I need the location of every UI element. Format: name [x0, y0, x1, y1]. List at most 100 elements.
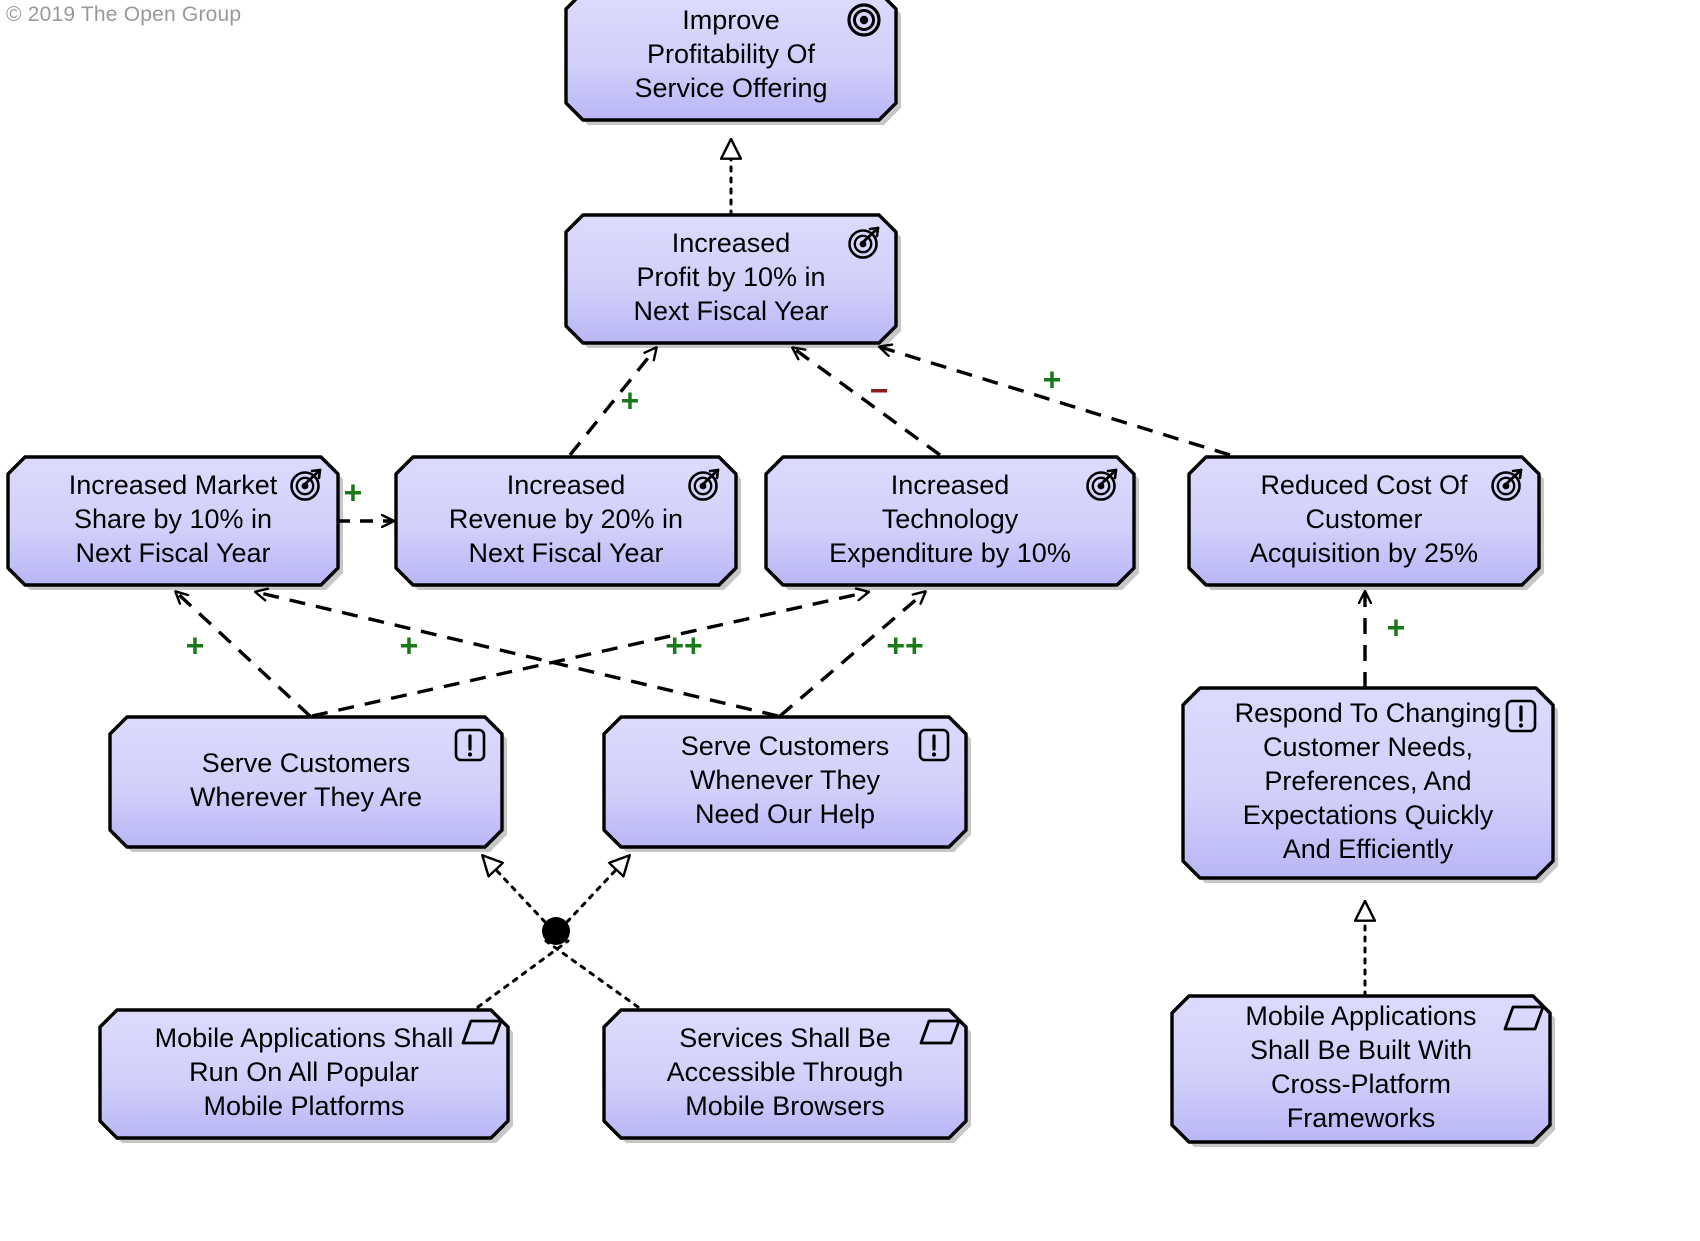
node-label-line: Mobile Applications Shall [155, 1023, 454, 1053]
relationship-influence-wherever-to-marketshare[interactable] [176, 592, 312, 718]
influence-label-r9: ++ [886, 627, 923, 663]
realization-line [544, 939, 640, 1009]
node-label-line: Increased [672, 228, 791, 258]
realization-line [565, 856, 629, 924]
relationship-realization-junction-to-wherever[interactable] [483, 856, 547, 924]
requirement-exclamation-icon [454, 728, 486, 762]
relationship-influence-wherever-to-tech[interactable] [311, 592, 868, 718]
copyright-notice: © 2019 The Open Group [6, 3, 242, 26]
influence-label-r7: + [400, 627, 419, 663]
and-junction[interactable] [542, 917, 570, 945]
node-label-line: Increased Market [69, 470, 278, 500]
node-label-line: Profit by 10% in [636, 262, 825, 292]
influence-label-r8: ++ [665, 627, 702, 663]
node-label-line: Serve Customers [681, 731, 890, 761]
node-label-line: Improve [682, 5, 780, 35]
node-label-line: Serve Customers [202, 748, 411, 778]
outcome-target-arrow-icon [848, 226, 880, 259]
realization-line [476, 939, 570, 1009]
relationships-layer [176, 140, 1365, 1009]
node-label-line: Mobile Applications [1245, 1001, 1476, 1031]
node-shape [564, 213, 898, 345]
principle-parallelogram-icon [919, 1019, 961, 1045]
node-label-line: Technology [882, 504, 1019, 534]
principle-parallelogram-icon [461, 1019, 503, 1045]
node-label-line: Whenever They [690, 765, 881, 795]
influence-line [880, 347, 1231, 457]
relationship-influence-tech-to-profit[interactable] [793, 348, 942, 457]
node-shape [1170, 994, 1552, 1144]
node-label-line: Increased [891, 470, 1010, 500]
node-label-line: Profitability Of [647, 39, 816, 69]
outcome-target-arrow-icon [290, 468, 322, 501]
node-principle-mobile-browsers[interactable]: Services Shall Be Accessible ThroughMobil… [602, 1008, 971, 1143]
node-label-line: And Efficiently [1283, 834, 1454, 864]
node-shape [1187, 455, 1541, 587]
goal-target-icon [847, 3, 881, 37]
relationship-realization-browsers-to-junction[interactable] [544, 939, 640, 1009]
node-shape [1181, 686, 1555, 880]
influence-line [778, 592, 925, 718]
influence-label-r5: + [344, 474, 363, 510]
node-label-line: Respond To Changing [1235, 698, 1502, 728]
influence-label-r4: + [1043, 361, 1062, 397]
node-label-line: Wherever They Are [190, 782, 422, 812]
node-label-line: Need Our Help [695, 799, 875, 829]
requirement-exclamation-icon [918, 728, 950, 762]
node-label-line: Next Fiscal Year [468, 538, 663, 568]
node-label-line: Reduced Cost Of [1260, 470, 1468, 500]
outcome-target-arrow-icon [1491, 468, 1523, 501]
node-label-line: Services Shall Be [679, 1023, 891, 1053]
principle-parallelogram-icon [1503, 1005, 1545, 1031]
node-label-line: Service Offering [634, 73, 827, 103]
influence-line [793, 348, 942, 457]
influence-labels-layer: +−+++++++++ [186, 361, 1406, 663]
influence-line [256, 592, 779, 718]
node-label-line: Expectations Quickly [1243, 800, 1494, 830]
node-label-line: Run On All Popular [189, 1057, 419, 1087]
influence-label-r2: + [621, 382, 640, 418]
node-label-line: Accessible Through [667, 1057, 904, 1087]
relationship-realization-platforms-to-junction[interactable] [476, 939, 570, 1009]
node-label-line: Next Fiscal Year [75, 538, 270, 568]
outcome-target-arrow-icon [688, 468, 720, 501]
node-shape [108, 715, 504, 849]
relationship-influence-whenever-to-marketshare[interactable] [256, 592, 779, 718]
relationship-influence-whenever-to-tech[interactable] [778, 592, 925, 718]
node-shape [394, 455, 738, 587]
relationship-influence-revenue-to-profit[interactable] [568, 348, 656, 457]
node-shape [764, 455, 1136, 587]
node-shape [6, 455, 340, 587]
influence-label-r10: + [1387, 609, 1406, 645]
node-label-line: Increased [507, 470, 626, 500]
node-shape [564, 0, 898, 122]
node-label-line: Acquisition by 25% [1250, 538, 1478, 568]
influence-label-r6: + [186, 627, 205, 663]
relationship-influence-reducedcost-to-profit[interactable] [880, 347, 1231, 457]
node-label-line: Next Fiscal Year [633, 296, 828, 326]
influence-line [568, 348, 656, 457]
node-label-line: Share by 10% in [74, 504, 272, 534]
influence-line [311, 592, 868, 718]
node-shape [98, 1008, 510, 1140]
node-label-line: Shall Be Built With [1250, 1035, 1472, 1065]
node-label-line: Mobile Browsers [685, 1091, 885, 1121]
node-label-line: Customer Needs, [1263, 732, 1473, 762]
influence-line [176, 592, 312, 718]
node-label-line: Revenue by 20% in [449, 504, 683, 534]
relationship-realization-junction-to-whenever[interactable] [565, 856, 629, 924]
